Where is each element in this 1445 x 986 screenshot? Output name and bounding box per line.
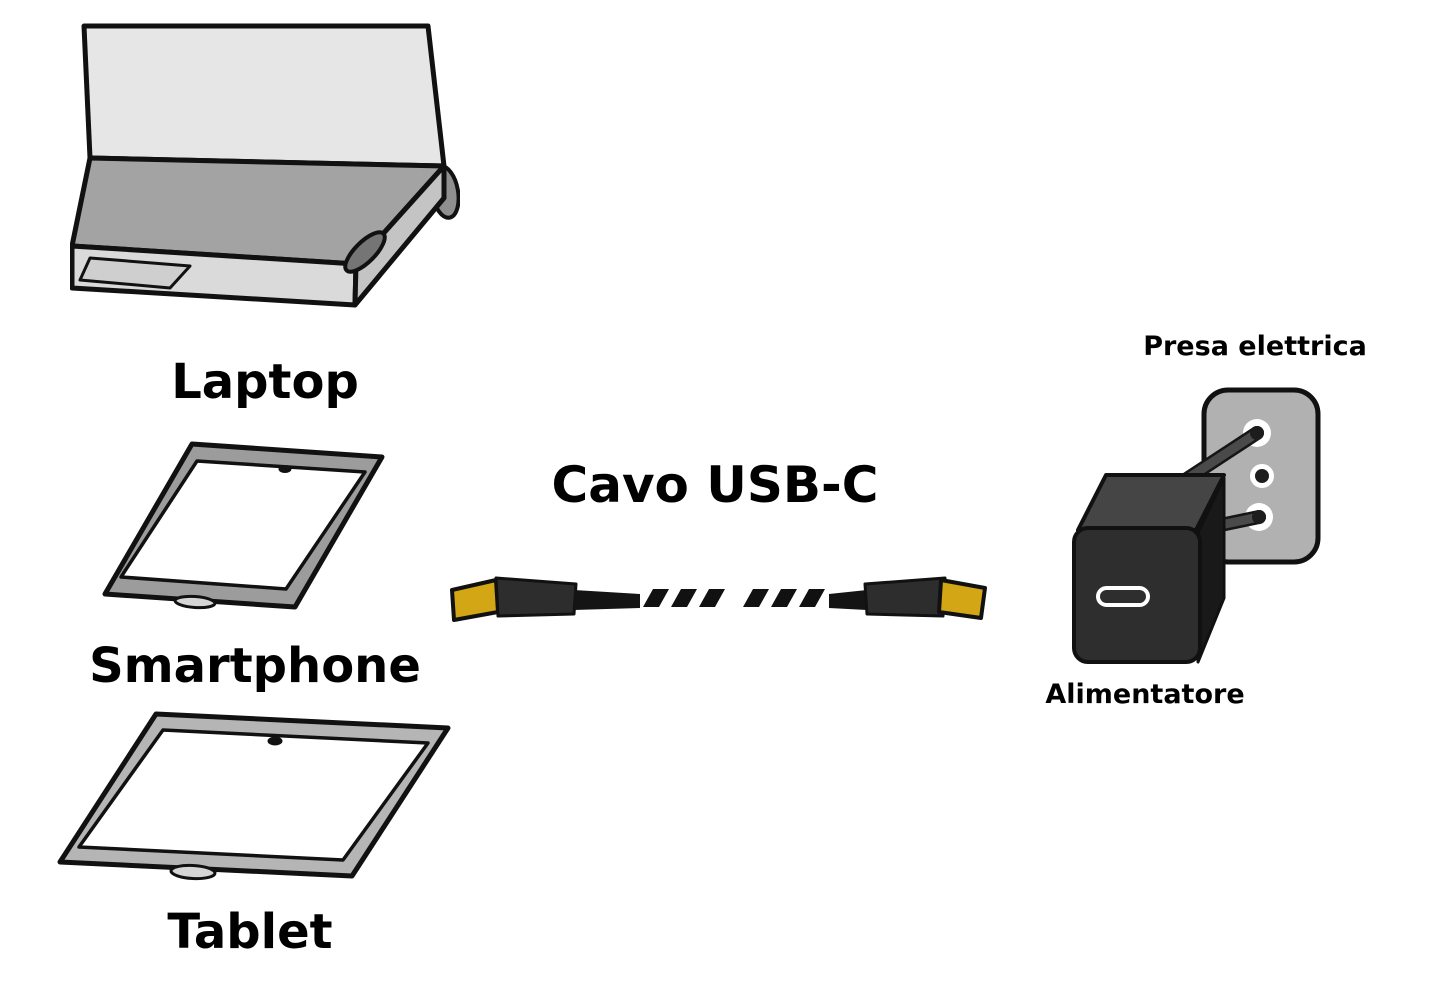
laptop-base-side (352, 163, 447, 308)
cable-right-shaft (829, 590, 867, 610)
smartphone-illustration (100, 432, 400, 632)
adapter-label: Alimentatore (1045, 679, 1245, 710)
tablet-camera-icon (267, 736, 283, 746)
power-adapter-icon (1072, 387, 1321, 664)
cable-left-tip-icon (450, 578, 500, 622)
cable-dashes (643, 589, 825, 607)
cable-title: Cavo USB-C (551, 456, 879, 514)
usb-c-cable-icon (450, 576, 987, 622)
smartphone-label: Smartphone (89, 638, 421, 694)
smartphone-port-icon (173, 594, 217, 610)
adapter-top (1076, 473, 1226, 532)
cable-left-shaft (574, 590, 640, 610)
laptop-icon (70, 23, 460, 308)
tablet-illustration (48, 702, 463, 907)
laptop-illustration (70, 0, 460, 348)
laptop-trackpad (78, 256, 192, 290)
adapter-usb-c-port-icon (1096, 586, 1150, 607)
laptop-port-icon (343, 230, 387, 274)
tablet-port-icon (169, 863, 217, 881)
laptop-lid (81, 23, 447, 169)
power-adapter-illustration (1058, 378, 1393, 683)
cable-left-housing (494, 576, 578, 618)
laptop-label: Laptop (171, 354, 359, 410)
usb-c-cable-illustration (448, 566, 993, 628)
tablet-icon (57, 711, 451, 881)
cable-right-tip-icon (937, 578, 987, 620)
smartphone-icon (102, 441, 385, 610)
cable-right-housing (863, 576, 947, 618)
adapter-front (1072, 526, 1202, 664)
outlet-hole-dots (1250, 426, 1269, 524)
smartphone-screen (119, 459, 367, 591)
tablet-screen (77, 728, 430, 862)
tablet-label: Tablet (167, 904, 333, 960)
outlet-label: Presa elettrica (1143, 331, 1367, 362)
smartphone-camera-icon (278, 465, 292, 473)
